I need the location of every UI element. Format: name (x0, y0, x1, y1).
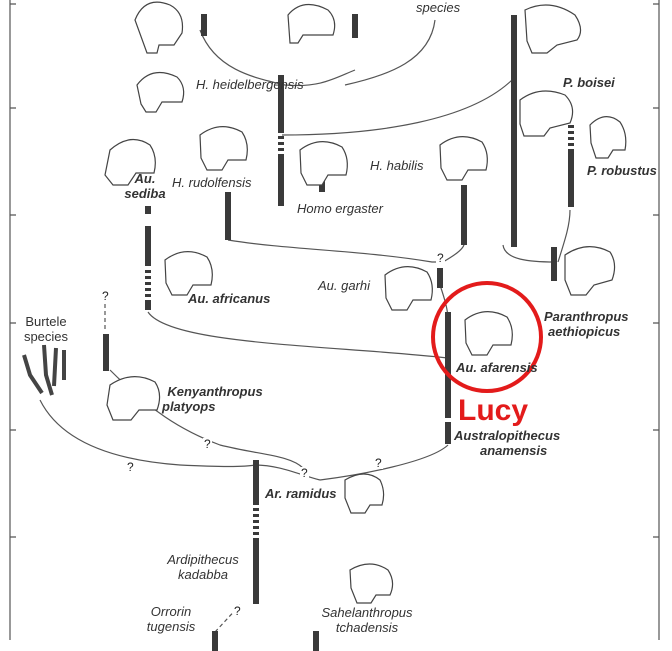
label-lucy: Lucy (458, 394, 529, 427)
skull-icons (22, 1, 627, 604)
question-mark: ? (374, 456, 383, 470)
question-mark: ? (101, 289, 110, 303)
label-h-habilis: H. habilis (370, 158, 424, 173)
skull-icon (589, 116, 627, 159)
skull-icon (299, 141, 348, 186)
label-au-afarensis: Au. afarensis (456, 360, 538, 375)
skull-icon (349, 563, 394, 604)
skull-icon (199, 126, 248, 171)
skull-icon (344, 473, 385, 514)
label-h-rudolfensis: H. rudolfensis (172, 175, 252, 190)
question-mark: ? (233, 604, 242, 618)
skull-icon (106, 376, 161, 421)
skull-icon (439, 136, 488, 181)
skull-icon (464, 311, 513, 356)
label-au-africanus: Au. africanus (188, 291, 271, 306)
skull-icon (136, 71, 185, 113)
label-p-boisei: P. boisei (563, 75, 615, 90)
skull-icon (287, 4, 336, 44)
label-h-heidelbergensis: H. heidelbergensis (196, 77, 304, 92)
skull-icon (524, 4, 582, 54)
skull-icon (164, 251, 213, 296)
label-species-top: species (416, 0, 461, 15)
lucy-highlight-circle (431, 281, 543, 393)
skull-icon (104, 139, 156, 186)
question-mark: ? (203, 437, 212, 451)
skull-icon (384, 266, 433, 311)
foot-bones-icon (22, 344, 66, 396)
question-mark: ? (436, 251, 445, 265)
question-mark: ? (126, 460, 135, 474)
question-mark: ? (300, 466, 309, 480)
label-au-garhi: Au. garhi (318, 278, 371, 293)
label-ar-ramidus: Ar. ramidus (265, 486, 337, 501)
skull-icon (134, 1, 184, 54)
label-homo-ergaster: Homo ergaster (297, 201, 383, 216)
label-p-robustus: P. robustus (587, 163, 657, 178)
label-au-sediba: Au.sediba (124, 171, 166, 201)
skull-icon (519, 90, 574, 137)
skull-icon (564, 246, 616, 296)
